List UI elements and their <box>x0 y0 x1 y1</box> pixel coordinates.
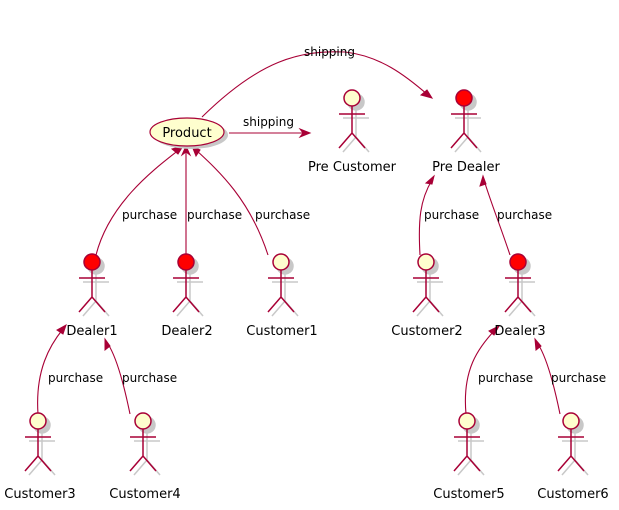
edge-label: purchase <box>551 371 606 385</box>
actor-body <box>129 429 157 472</box>
actor-dealer2[interactable]: Dealer2 <box>161 253 213 339</box>
shadow-body <box>416 274 444 317</box>
edge-customer2-purchase-predealer: purchase <box>418 174 479 256</box>
edge-label: purchase <box>122 208 177 222</box>
shadow-body <box>82 274 110 317</box>
actor-dealer1[interactable]: Dealer1 <box>66 253 118 339</box>
usecase-product[interactable]: Product <box>149 117 228 149</box>
actor-figure <box>172 253 200 313</box>
actor-body <box>78 270 106 313</box>
actor-head <box>272 253 290 271</box>
actor-figure <box>412 253 440 313</box>
edge-dealer3-purchase-predealer: purchase <box>479 174 552 256</box>
actor-label: Pre Dealer <box>432 160 500 175</box>
actor-label: Customer5 <box>433 487 504 502</box>
actor-figure <box>24 412 52 472</box>
actor-figure <box>267 253 295 313</box>
edge-label: purchase <box>424 208 479 222</box>
actor-figure <box>129 412 157 472</box>
actor-label: Customer3 <box>4 487 75 502</box>
edge-label: purchase <box>497 208 552 222</box>
actor-label: Customer6 <box>537 487 608 502</box>
actor-head <box>343 89 361 107</box>
actor-customer3[interactable]: Customer3 <box>4 412 76 502</box>
actor-figure <box>450 89 478 149</box>
actor-body <box>172 270 200 313</box>
shadow-body <box>271 274 299 317</box>
actor-head <box>509 253 527 271</box>
actor-head <box>83 253 101 271</box>
edge-customer6-purchase-dealer3: purchase <box>534 337 606 415</box>
actor-dealer3[interactable]: Dealer3 <box>494 253 546 339</box>
edge-customer3-purchase-dealer1: purchase <box>37 323 103 415</box>
actor-body <box>24 429 52 472</box>
actor-head <box>177 253 195 271</box>
edge-label: purchase <box>122 371 177 385</box>
shadow-body <box>342 110 370 153</box>
actor-body <box>453 429 481 472</box>
actor-pre-customer[interactable]: Pre Customer <box>308 89 397 175</box>
actor-head <box>29 412 47 430</box>
shadow-body <box>133 433 161 476</box>
actor-head <box>455 89 473 107</box>
actor-customer2[interactable]: Customer2 <box>391 253 463 339</box>
shadow-body <box>28 433 56 476</box>
actor-head <box>134 412 152 430</box>
actor-figure <box>78 253 106 313</box>
actor-figure <box>453 412 481 472</box>
actor-customer1[interactable]: Customer1 <box>246 253 318 339</box>
actor-label: Dealer2 <box>161 324 212 339</box>
actor-body <box>450 106 478 149</box>
shadow-body <box>454 110 482 153</box>
actor-body <box>338 106 366 149</box>
actor-body <box>504 270 532 313</box>
actor-figure <box>338 89 366 149</box>
edge-label: shipping <box>243 115 294 129</box>
actor-pre-dealer[interactable]: Pre Dealer <box>432 89 501 175</box>
actor-label: Customer2 <box>391 324 462 339</box>
actor-label: Customer4 <box>109 487 180 502</box>
edge-label: purchase <box>48 371 103 385</box>
shadow-body <box>176 274 204 317</box>
edge-customer4-purchase-dealer1: purchase <box>104 337 177 415</box>
edge-dealer1-purchase-product: purchase <box>95 145 185 256</box>
actor-figure <box>557 412 585 472</box>
actor-body <box>267 270 295 313</box>
edge-customer1-purchase-product: purchase <box>191 144 310 256</box>
usecase-label: Product <box>162 126 211 141</box>
edge-customer5-purchase-dealer3: purchase <box>464 324 533 415</box>
shadow-body <box>508 274 536 317</box>
edge-product-shipping-precustomer: shipping <box>229 115 312 139</box>
actor-customer5[interactable]: Customer5 <box>433 412 505 502</box>
actor-head <box>458 412 476 430</box>
shadow-body <box>561 433 589 476</box>
actor-head <box>562 412 580 430</box>
actor-body <box>557 429 585 472</box>
usecase-ellipse <box>149 117 225 147</box>
actor-figure <box>504 253 532 313</box>
edge-label: purchase <box>478 371 533 385</box>
actor-body <box>412 270 440 313</box>
edge-label: shipping <box>304 45 355 59</box>
actor-label: Dealer1 <box>66 324 117 339</box>
edge-label: purchase <box>187 208 242 222</box>
actor-label: Dealer3 <box>494 324 545 339</box>
actor-customer6[interactable]: Customer6 <box>537 412 609 502</box>
edge-product-shipping-predealer: shipping <box>201 45 434 118</box>
actor-label: Customer1 <box>246 324 317 339</box>
edge-label: purchase <box>255 208 310 222</box>
actor-customer4[interactable]: Customer4 <box>109 412 181 502</box>
edge-dealer2-purchase-product: purchase <box>180 144 242 255</box>
actor-label: Pre Customer <box>308 160 397 175</box>
shadow-body <box>457 433 485 476</box>
actor-head <box>417 253 435 271</box>
